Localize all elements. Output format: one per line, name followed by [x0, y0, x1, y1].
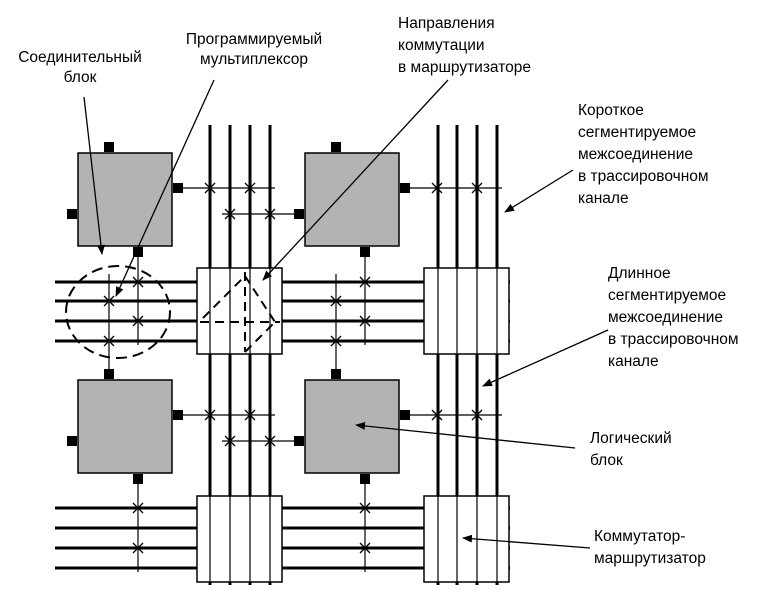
logic-block — [304, 379, 400, 474]
label-line: Программируемый — [186, 31, 322, 48]
label-line: Направления — [398, 15, 495, 32]
switch-box — [423, 267, 510, 355]
vertical-routing-channels — [208, 125, 499, 585]
label-line: межсоединение — [578, 146, 693, 163]
switch-point-mark — [103, 295, 115, 307]
arrow-switch-directions — [262, 79, 449, 281]
pin-connection-wires — [108, 187, 502, 572]
switch-box — [196, 267, 283, 355]
logic-block — [77, 379, 173, 474]
label-line: сегментируемое — [608, 287, 726, 304]
label-line: мультиплексор — [200, 51, 308, 68]
switch-point-mark — [359, 502, 371, 514]
switch-point-mark — [264, 208, 276, 220]
switch-point-mark — [132, 315, 144, 327]
label-line: коммутации — [398, 37, 485, 54]
label-programmable-mux: Программируемый мультиплексор — [186, 31, 322, 68]
arrow-connection-block — [83, 96, 105, 255]
switch-point-mark — [431, 409, 443, 421]
switch-point-mark — [224, 435, 236, 447]
label-line: Соединительный — [18, 49, 142, 66]
label-switch-directions: Направления коммутации в маршрутизаторе — [398, 15, 531, 76]
label-line: Логический — [590, 430, 672, 447]
connection-block-highlight — [65, 265, 171, 359]
logic-block-pins — [67, 142, 410, 484]
label-line: в трассировочном — [608, 331, 739, 348]
switch-point-mark — [244, 409, 256, 421]
switch-point-mark — [244, 182, 256, 194]
switch-point-mark — [471, 409, 483, 421]
label-line: сегментируемое — [578, 124, 696, 141]
switch-point-mark — [132, 502, 144, 514]
arrow-programmable-mux — [115, 79, 215, 297]
switch-point-marks — [103, 182, 483, 554]
arrow-long-segment — [482, 329, 609, 387]
label-line: блок — [64, 69, 97, 86]
logic-block — [304, 152, 400, 247]
switch-point-mark — [330, 335, 342, 347]
switch-point-mark — [132, 276, 144, 288]
switch-point-mark — [204, 409, 216, 421]
label-line: Короткое — [578, 102, 644, 119]
switch-point-mark — [359, 542, 371, 554]
switch-box — [423, 495, 510, 583]
switch-point-mark — [330, 295, 342, 307]
logic-block — [77, 152, 173, 247]
switch-point-mark — [103, 335, 115, 347]
label-line: межсоединение — [608, 309, 723, 326]
switch-point-mark — [471, 182, 483, 194]
switch-box-through-tracks — [209, 268, 498, 582]
label-long-segment: Длинное сегментируемое межсоединение в т… — [608, 265, 739, 370]
switch-point-mark — [359, 315, 371, 327]
switch-point-mark — [204, 182, 216, 194]
label-line: в маршрутизаторе — [398, 59, 531, 76]
switch-box — [196, 495, 283, 583]
label-line: канале — [578, 190, 629, 207]
label-logic-block: Логический блок — [590, 430, 672, 469]
label-switch-router: Коммутатор- маршрутизатор — [594, 528, 706, 567]
label-line: Коммутатор- — [594, 528, 685, 545]
switch-point-mark — [264, 435, 276, 447]
pointer-arrows — [83, 79, 609, 549]
label-line: в трассировочном — [578, 168, 709, 185]
switch-point-mark — [224, 208, 236, 220]
switch-point-mark — [431, 182, 443, 194]
label-line: блок — [590, 452, 623, 469]
arrow-logic-block — [355, 421, 576, 449]
label-line: маршрутизатор — [594, 550, 706, 567]
switch-directions-dashed — [200, 272, 280, 353]
switch-point-mark — [132, 542, 144, 554]
label-short-segment: Короткое сегментируемое межсоединение в … — [578, 102, 709, 207]
label-connection-block: Соединительный блок — [18, 49, 142, 86]
logic-blocks — [77, 152, 400, 474]
arrow-short-segment — [504, 169, 574, 213]
arrow-switch-router — [462, 534, 591, 549]
label-line: Длинное — [608, 265, 671, 282]
label-line: канале — [608, 353, 659, 370]
switch-point-mark — [359, 276, 371, 288]
